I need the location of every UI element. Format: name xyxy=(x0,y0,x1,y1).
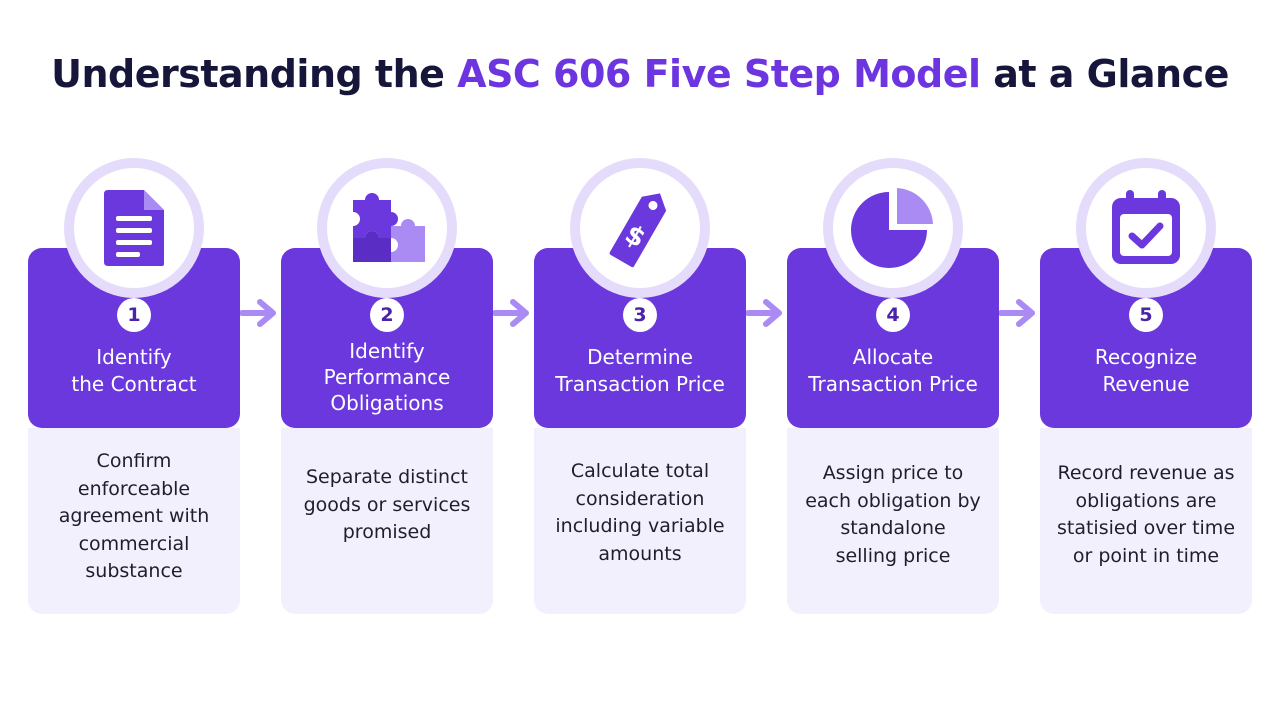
step-3: $ 3 Determine Transaction Price Calculat… xyxy=(534,0,746,720)
step-number: 1 xyxy=(117,298,151,332)
step-title: Identify Performance Obligations xyxy=(323,339,451,415)
icon-badge xyxy=(317,158,457,298)
arrow-right-icon xyxy=(999,299,1035,327)
step-body xyxy=(534,428,746,614)
step-description: Confirm enforceable agreement with comme… xyxy=(58,450,210,582)
step-description: Separate distinct goods or services prom… xyxy=(303,466,471,543)
step-body xyxy=(787,428,999,614)
step-description: Calculate total consideration including … xyxy=(555,460,725,565)
step-number: 4 xyxy=(876,298,910,332)
step-1: 1 Identify the Contract Confirm enforcea… xyxy=(28,0,240,720)
step-title: Allocate Transaction Price xyxy=(808,345,978,396)
icon-badge xyxy=(64,158,204,298)
page-title: Understanding the ASC 606 Five Step Mode… xyxy=(0,52,1280,96)
arrow-right-icon xyxy=(493,299,529,327)
document-icon xyxy=(104,190,164,266)
step-2: 2 Identify Performance Obligations Separ… xyxy=(281,0,493,720)
icon-badge: $ xyxy=(570,158,710,298)
arrow-right-icon xyxy=(746,299,782,327)
step-number: 5 xyxy=(1129,298,1163,332)
step-description: Assign price to each obligation by stand… xyxy=(805,462,981,567)
step-title: Determine Transaction Price xyxy=(555,345,725,396)
title-suffix: at a Glance xyxy=(993,52,1229,96)
pie-chart-icon xyxy=(851,188,933,268)
calendar-check-icon xyxy=(1112,190,1180,264)
step-title: Identify the Contract xyxy=(71,345,197,396)
arrow-right-icon xyxy=(240,299,276,327)
step-number: 2 xyxy=(370,298,404,332)
icon-badge xyxy=(823,158,963,298)
title-prefix: Understanding the xyxy=(51,52,445,96)
price-tag-icon: $ xyxy=(609,193,667,268)
step-4: 4 Allocate Transaction Price Assign pric… xyxy=(787,0,999,720)
step-number: 3 xyxy=(623,298,657,332)
icon-badge xyxy=(1076,158,1216,298)
puzzle-icon xyxy=(353,193,425,262)
title-highlight: ASC 606 Five Step Model xyxy=(457,52,981,96)
step-body xyxy=(281,428,493,614)
step-body xyxy=(1040,428,1252,614)
step-5: 5 Recognize Revenue Record revenue as ob… xyxy=(1040,0,1252,720)
step-title: Recognize Revenue xyxy=(1094,345,1198,396)
step-body xyxy=(28,428,240,614)
step-description: Record revenue as obligations are statis… xyxy=(1056,462,1236,567)
